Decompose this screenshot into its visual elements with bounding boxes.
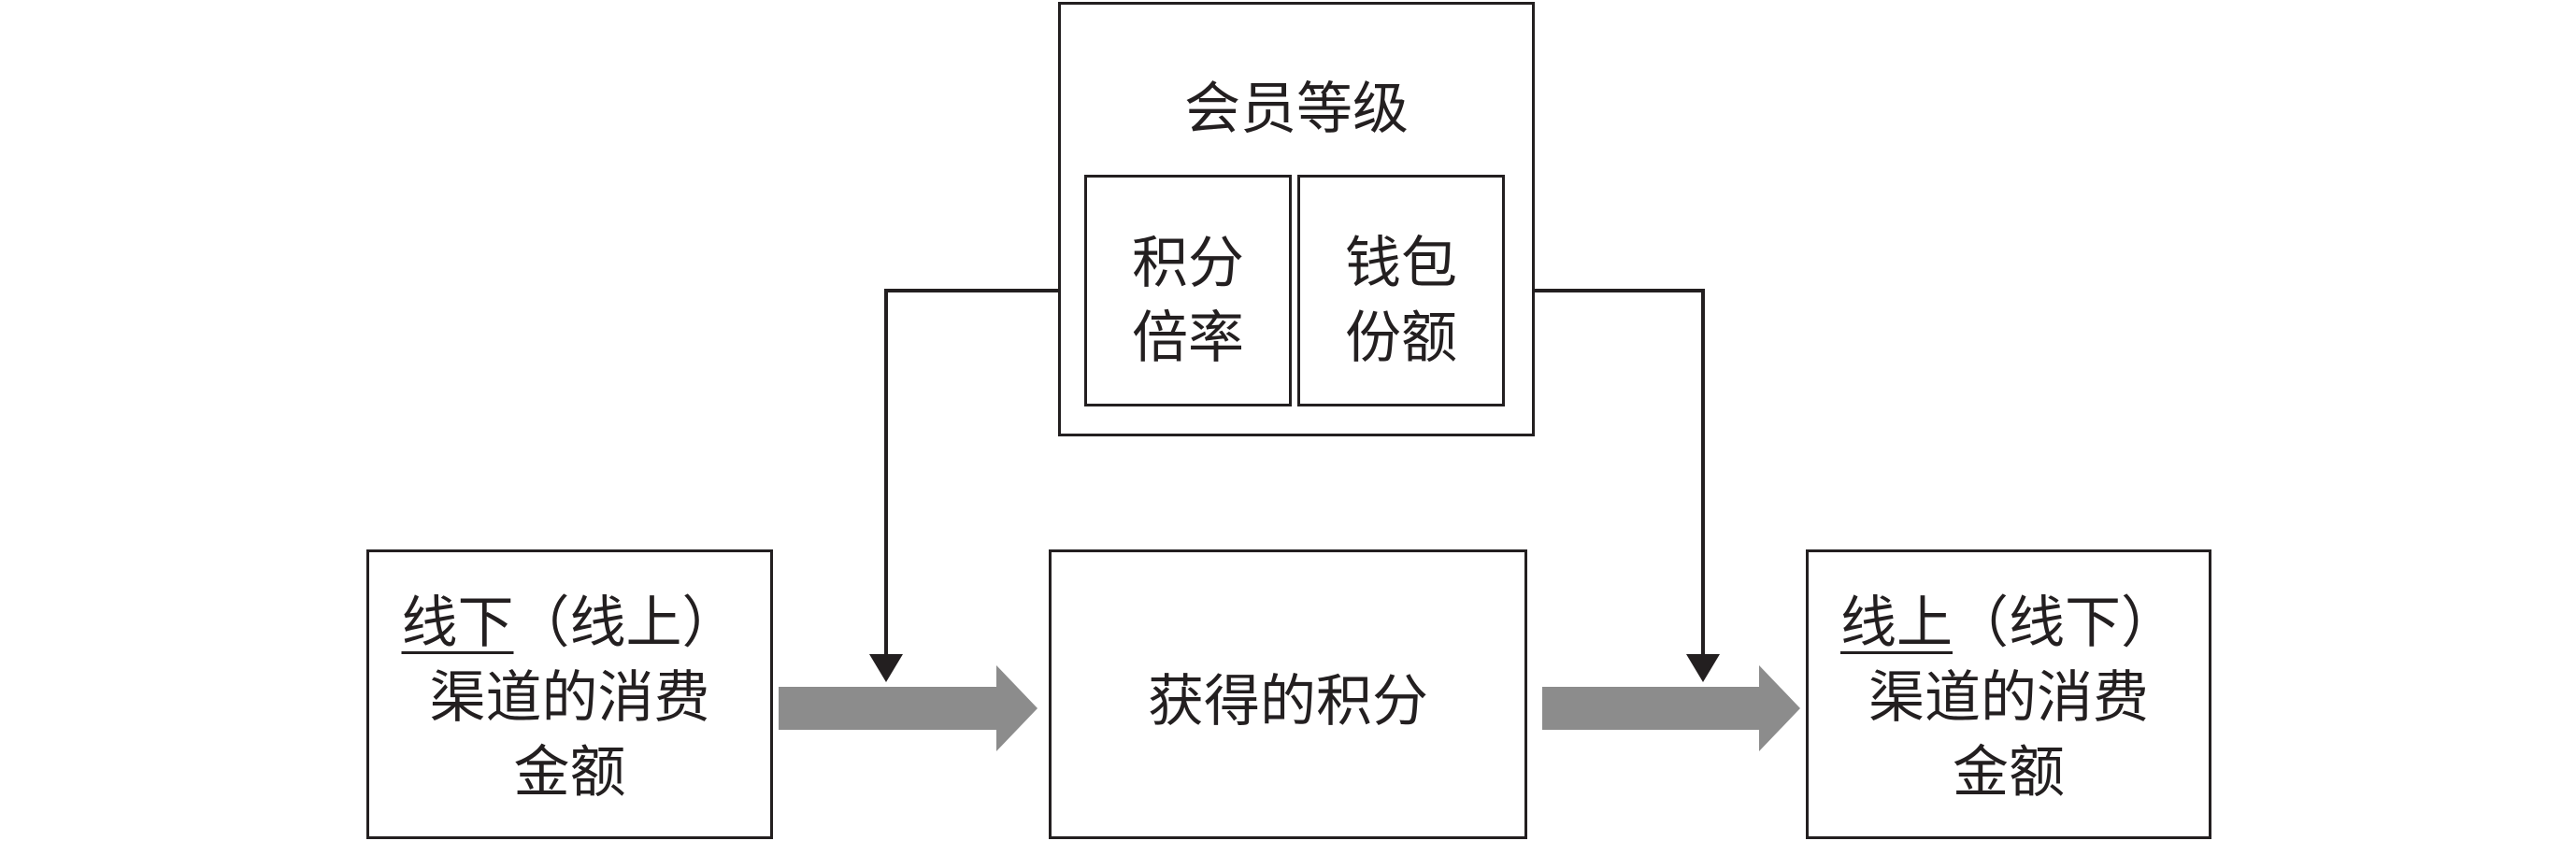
left-consumption-box (366, 549, 773, 839)
connector-wallet-share (1503, 289, 1705, 654)
points-multiplier-box (1084, 175, 1292, 406)
left-channel-alt: （线上） (513, 591, 738, 656)
points-multiplier-line1: 积分 (1132, 231, 1244, 296)
left-consumption-line2: 渠道的消费 (429, 665, 710, 731)
wallet-share-line2: 份额 (1345, 306, 1457, 371)
left-channel-underlined: 线下 (401, 591, 514, 656)
right-consumption-box (1806, 549, 2211, 839)
right-channel-alt: （线下） (1953, 591, 2177, 656)
right-consumption-line2: 渠道的消费 (1868, 665, 2149, 731)
right-channel-underlined: 线上 (1840, 591, 1953, 656)
arrowhead-down-right (1686, 654, 1720, 682)
left-consumption-line3: 金额 (513, 740, 626, 805)
member-level-title: 会员等级 (1184, 77, 1409, 142)
earned-points-label: 获得的积分 (1148, 669, 1428, 734)
right-consumption-line3: 金额 (1953, 740, 2065, 805)
points-multiplier-line2: 倍率 (1132, 306, 1244, 371)
flow-arrow-right (1542, 665, 1800, 751)
right-consumption-line1: 线上（线下） (1806, 587, 2211, 660)
connector-points-multiplier (884, 289, 1084, 654)
earned-points-box (1049, 549, 1527, 839)
wallet-share-box (1297, 175, 1505, 406)
wallet-share-line1: 钱包 (1345, 231, 1457, 296)
flow-arrow-left (779, 665, 1038, 751)
arrowhead-down-left (869, 654, 903, 682)
left-consumption-line1: 线下（线上） (366, 587, 773, 660)
